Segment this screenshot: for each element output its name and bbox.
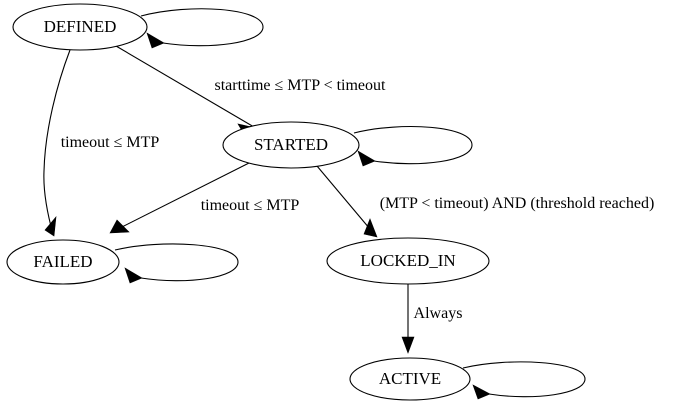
node-failed[interactable]: FAILED [6, 239, 120, 285]
node-locked-in[interactable]: LOCKED_IN [326, 237, 490, 285]
node-defined-ellipse [12, 3, 148, 51]
edge-started-to-failed[interactable]: timeout ≤ MTP [109, 162, 300, 234]
node-active-ellipse [349, 357, 471, 401]
node-active-label: ACTIVE [379, 369, 441, 388]
edge-started-self-loop[interactable] [353, 126, 473, 167]
node-started-ellipse [222, 121, 360, 169]
node-defined-label: DEFINED [44, 17, 117, 36]
edge-locked-in-to-active[interactable]: Always [401, 284, 463, 354]
node-started-label: STARTED [254, 135, 328, 154]
node-failed-label: FAILED [33, 252, 92, 271]
node-defined[interactable]: DEFINED [12, 3, 148, 51]
node-started[interactable]: STARTED [222, 121, 360, 169]
edge-label-lockedin-active: Always [414, 305, 463, 322]
edge-label-started-failed: timeout ≤ MTP [201, 197, 300, 214]
node-active[interactable]: ACTIVE [349, 357, 471, 401]
edge-label-started-lockedin: (MTP < timeout) AND (threshold reached) [380, 195, 655, 212]
node-locked-in-ellipse [326, 237, 490, 285]
edge-label-defined-failed: timeout ≤ MTP [61, 134, 160, 151]
edge-started-to-locked-in[interactable]: (MTP < timeout) AND (threshold reached) [316, 165, 655, 238]
edge-defined-to-started[interactable]: starttime ≤ MTP < timeout [115, 45, 387, 140]
edge-active-self-loop[interactable] [462, 361, 586, 400]
edge-label-defined-started: starttime ≤ MTP < timeout [215, 77, 387, 94]
edge-failed-self-loop[interactable] [114, 243, 239, 284]
node-failed-ellipse [6, 239, 120, 285]
node-locked-in-label: LOCKED_IN [360, 251, 455, 270]
edge-defined-to-failed[interactable]: timeout ≤ MTP [43, 49, 160, 237]
edge-defined-self-loop[interactable] [140, 8, 264, 49]
